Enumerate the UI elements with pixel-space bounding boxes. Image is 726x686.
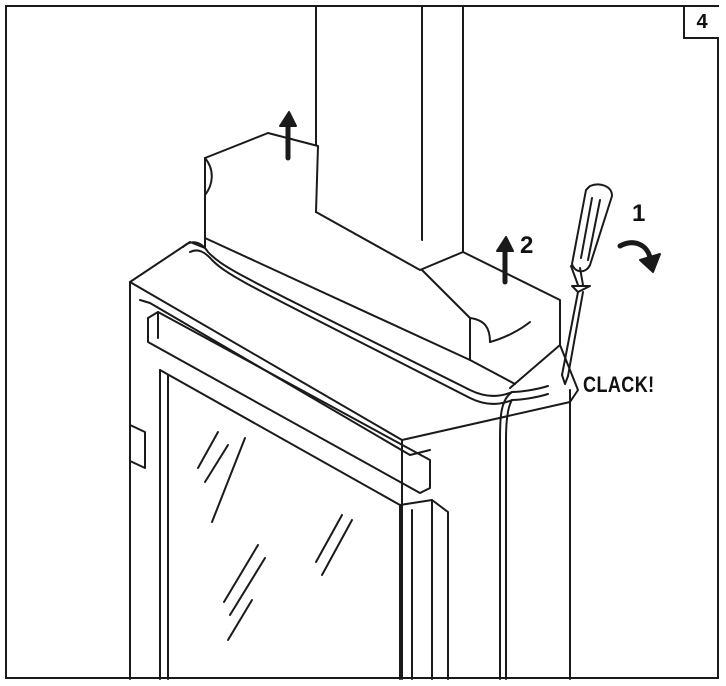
label-step-1: 1 bbox=[632, 200, 646, 227]
step-number: 4 bbox=[683, 7, 719, 39]
label-clack: CLACK! bbox=[583, 372, 655, 397]
lift-arrow-icon-2 bbox=[496, 236, 514, 285]
lift-arrow-icon-top bbox=[279, 111, 297, 161]
rotate-arrow-icon bbox=[617, 240, 661, 273]
flue-pipe bbox=[315, 6, 464, 271]
screwdriver bbox=[561, 183, 613, 385]
label-step-2: 2 bbox=[520, 232, 534, 259]
stove-body bbox=[129, 237, 579, 680]
